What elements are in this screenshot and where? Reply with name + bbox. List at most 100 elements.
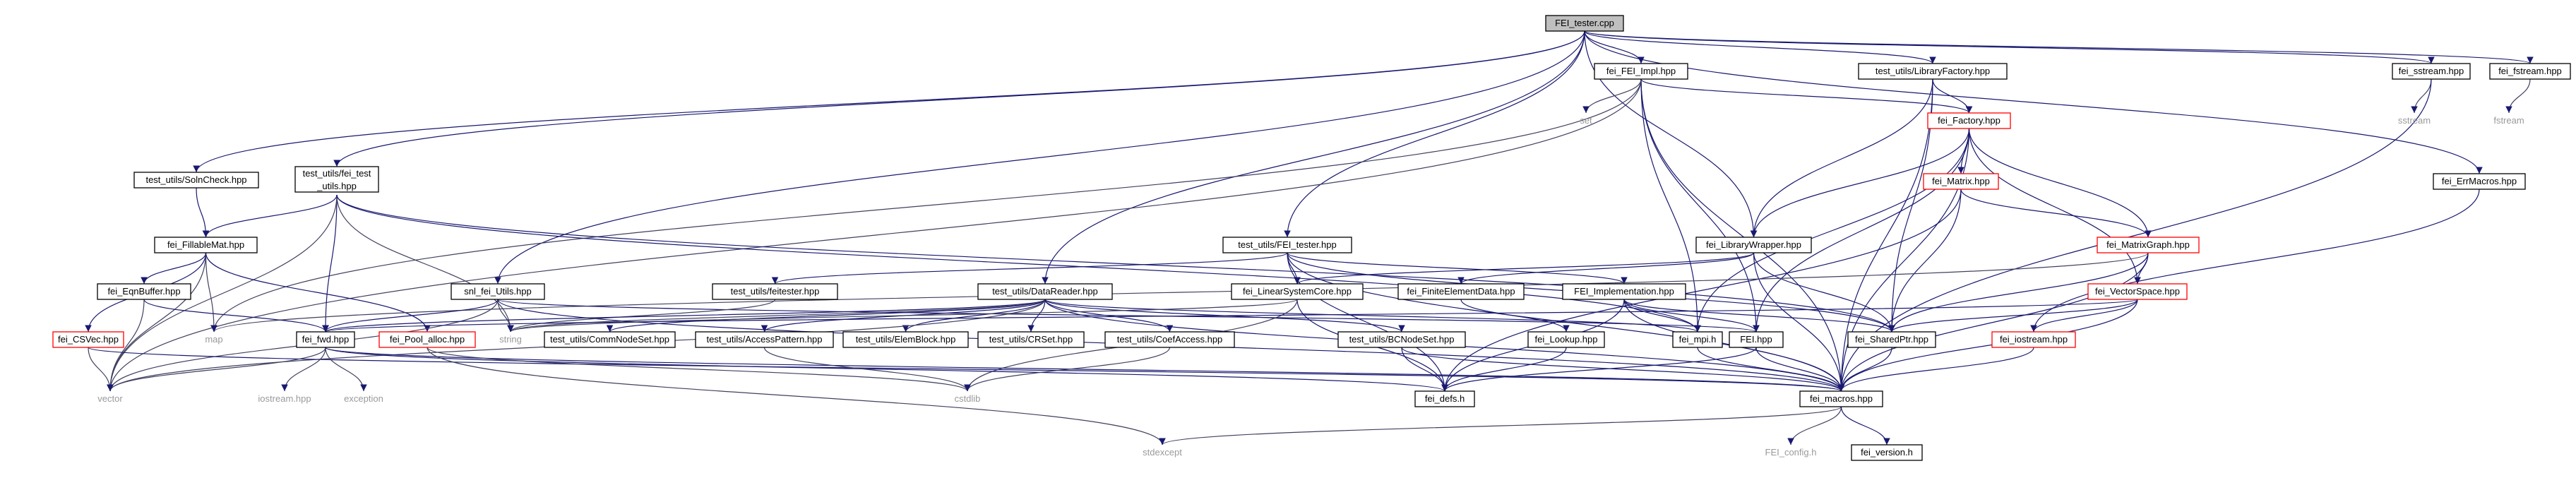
node-box-bcnode (1337, 331, 1466, 348)
node-cstdlib: cstdlib (955, 393, 981, 404)
edge-vectorspace-to-macros (1837, 299, 2138, 392)
node-box-fwd (296, 331, 355, 348)
node-label-feiconfig: FEI_config.h (1765, 447, 1817, 458)
node-feiimpl2[interactable]: FEI_Implementation.hpp (1562, 283, 1686, 300)
node-fillable[interactable]: fei_FillableMat.hpp (154, 237, 258, 253)
node-label-elemblock: test_utils/ElemBlock.hpp (856, 334, 956, 345)
edge-snl-to-fei_hpp (497, 299, 1760, 333)
node-box-coefaccess (1104, 331, 1235, 348)
node-label-bcnode: test_utils/BCNodeSet.hpp (1349, 334, 1455, 345)
node-factory[interactable]: fei_Factory.hpp (1927, 112, 2011, 129)
node-crset[interactable]: test_utils/CRSet.hpp (977, 331, 1085, 348)
node-label-stdexcept: stdexcept (1143, 447, 1182, 458)
node-version[interactable]: fei_version.h (1851, 444, 1923, 461)
edge-fedata-to-lookup (1460, 299, 1570, 333)
node-label-libfactory: test_utils/LibraryFactory.hpp (1876, 66, 1990, 76)
node-elemblock[interactable]: test_utils/ElemBlock.hpp (842, 331, 969, 348)
node-fei_hpp[interactable]: FEI.hpp (1729, 331, 1784, 348)
node-fstream: fstream (2493, 115, 2524, 126)
edge-feiimpl2-to-sharedptr (1623, 299, 1895, 333)
edge-fei_impl-to-vector (107, 78, 1642, 392)
node-iostream_h[interactable]: fei_iostream.hpp (1991, 331, 2076, 348)
node-box-eqnbuffer (97, 283, 191, 300)
edge-root-to-errmacros (1584, 30, 2483, 174)
edge-factory-to-mpi (1694, 128, 1970, 333)
node-datareader[interactable]: test_utils/DataReader.hpp (977, 283, 1113, 300)
node-snl[interactable]: snl_fei_Utils.hpp (451, 283, 545, 300)
node-box-sharedptr (1847, 331, 1936, 348)
edge-fwd-to-iostreamhpp (281, 347, 326, 392)
edge-fillable-to-poolalloc (205, 252, 431, 333)
edge-errmacros-to-iostream_h (2030, 189, 2480, 333)
edge-feitest2-to-string (336, 194, 514, 333)
edge-poolalloc-to-stdexcept (427, 347, 1166, 446)
node-box-vectorspace (2087, 283, 2188, 300)
edge-fillable-to-eqnbuffer (141, 252, 207, 285)
node-label-crset: test_utils/CRSet.hpp (989, 334, 1073, 345)
node-poolalloc[interactable]: fei_Pool_alloc.hpp (378, 331, 476, 348)
node-label-iostream_h: fei_iostream.hpp (2000, 334, 2068, 345)
node-label-feiimpl2: FEI_Implementation.hpp (1574, 286, 1674, 297)
node-coefaccess[interactable]: test_utils/CoefAccess.hpp (1104, 331, 1235, 348)
node-label-commnode: test_utils/CommNodeSet.hpp (550, 334, 669, 345)
node-mpi[interactable]: fei_mpi.h (1672, 331, 1723, 348)
edge-feitest2-to-sharedptr (336, 194, 1895, 333)
node-solncheck[interactable]: test_utils/SolnCheck.hpp (133, 172, 259, 189)
node-bcnode[interactable]: test_utils/BCNodeSet.hpp (1337, 331, 1466, 348)
node-sstream_h[interactable]: fei_sstream.hpp (2392, 63, 2471, 80)
node-errmacros[interactable]: fei_ErrMacros.hpp (2433, 173, 2526, 190)
node-box-factory (1927, 112, 2011, 129)
node-box-datareader (977, 283, 1113, 300)
node-label-feitest1: test_utils/fei_test (303, 168, 371, 179)
node-lsc[interactable]: fei_LinearSystemCore.hpp (1231, 283, 1364, 300)
node-label-fwd: fei_fwd.hpp (302, 334, 350, 345)
node-libwrapper[interactable]: fei_LibraryWrapper.hpp (1695, 237, 1812, 253)
node-feitester2[interactable]: test_utils/feitester.hpp (712, 283, 838, 300)
node-sharedptr[interactable]: fei_SharedPtr.hpp (1847, 331, 1936, 348)
edge-feitester_h-to-feiimpl2 (1287, 252, 1628, 285)
node-label-matrix: fei_Matrix.hpp (1932, 176, 1990, 186)
node-csvec[interactable]: fei_CSVec.hpp (52, 331, 124, 348)
edge-factory-to-fei_hpp (1753, 128, 1970, 333)
node-defs[interactable]: fei_defs.h (1414, 390, 1475, 407)
edge-solncheck-to-fillable (196, 187, 210, 238)
node-libfactory[interactable]: test_utils/LibraryFactory.hpp (1858, 63, 2008, 80)
node-feitest2[interactable]: _utils.hpp (316, 181, 357, 191)
node-set: set (1580, 115, 1592, 126)
node-matrixgraph[interactable]: fei_MatrixGraph.hpp (2097, 237, 2200, 253)
edge-fei_impl-to-fei_hpp (1640, 78, 1760, 333)
node-label-version: fei_version.h (1861, 447, 1913, 458)
node-fedata[interactable]: fei_FiniteElementData.hpp (1397, 283, 1525, 300)
node-macros[interactable]: fei_macros.hpp (1799, 390, 1883, 407)
node-label-mpi: fei_mpi.h (1679, 334, 1717, 345)
dependency-edges (85, 30, 2534, 446)
node-fei_impl[interactable]: fei_FEI_Impl.hpp (1594, 63, 1688, 80)
node-feitester_h[interactable]: test_utils/FEI_tester.hpp (1222, 237, 1352, 253)
node-fwd[interactable]: fei_fwd.hpp (296, 331, 355, 348)
node-lookup[interactable]: fei_Lookup.hpp (1527, 331, 1605, 348)
edge-lookup-to-defs (1441, 347, 1567, 392)
node-exception: exception (344, 393, 383, 404)
node-box-accesspattern (695, 331, 834, 348)
edge-libfactory-to-macros (1837, 78, 1933, 392)
node-commnode[interactable]: test_utils/CommNodeSet.hpp (544, 331, 676, 348)
node-label-sstream_h: fei_sstream.hpp (2399, 66, 2464, 76)
edge-poolalloc-to-cstdlib (427, 347, 971, 392)
node-label-iostreamhpp: iostream.hpp (258, 393, 311, 404)
node-box-matrixgraph (2097, 237, 2200, 253)
node-feitest1[interactable]: test_utils/fei_test (294, 166, 379, 193)
node-vectorspace[interactable]: fei_VectorSpace.hpp (2087, 283, 2188, 300)
node-fstream_h[interactable]: fei_fstream.hpp (2489, 63, 2571, 80)
edge-fei_impl-to-macros (1640, 78, 1845, 392)
node-eqnbuffer[interactable]: fei_EqnBuffer.hpp (97, 283, 191, 300)
node-matrix[interactable]: fei_Matrix.hpp (1923, 173, 1999, 190)
edge-fei_impl-to-factory (1640, 78, 1973, 114)
node-label-lsc: fei_LinearSystemCore.hpp (1243, 286, 1352, 297)
node-root[interactable]: FEI_tester.cpp (1545, 15, 1624, 32)
node-box-mpi (1672, 331, 1723, 348)
node-accesspattern[interactable]: test_utils/AccessPattern.hpp (695, 331, 834, 348)
node-box-errmacros (2433, 173, 2526, 190)
edge-root-to-feitester_h (1284, 30, 1585, 238)
edge-feitest2-to-fwd (322, 194, 338, 333)
